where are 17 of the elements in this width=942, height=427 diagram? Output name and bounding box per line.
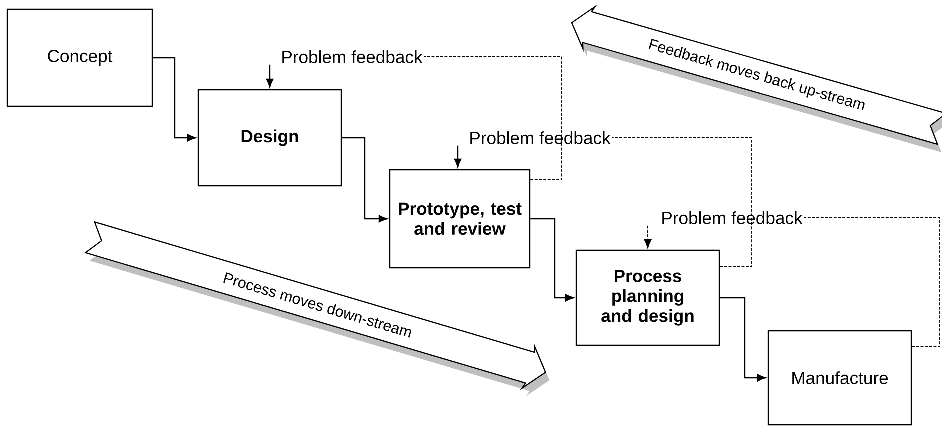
process-box: Concept [6, 8, 154, 108]
connector [266, 64, 274, 88]
connector [530, 218, 574, 302]
connector [424, 56, 562, 180]
feedback-label: Problem feedback [282, 50, 423, 64]
feedback-label: Problem feedback [662, 212, 803, 224]
connector [720, 297, 766, 382]
connector [644, 225, 652, 249]
connector [454, 146, 462, 168]
process-box: Process planning and design [576, 250, 720, 346]
process-box: Manufacture [768, 330, 912, 426]
connector [804, 218, 940, 348]
process-box: Design [198, 89, 342, 187]
connector [153, 57, 196, 142]
connector [612, 138, 752, 268]
process-box: Prototype, test and review [389, 169, 531, 269]
connector [342, 137, 388, 223]
